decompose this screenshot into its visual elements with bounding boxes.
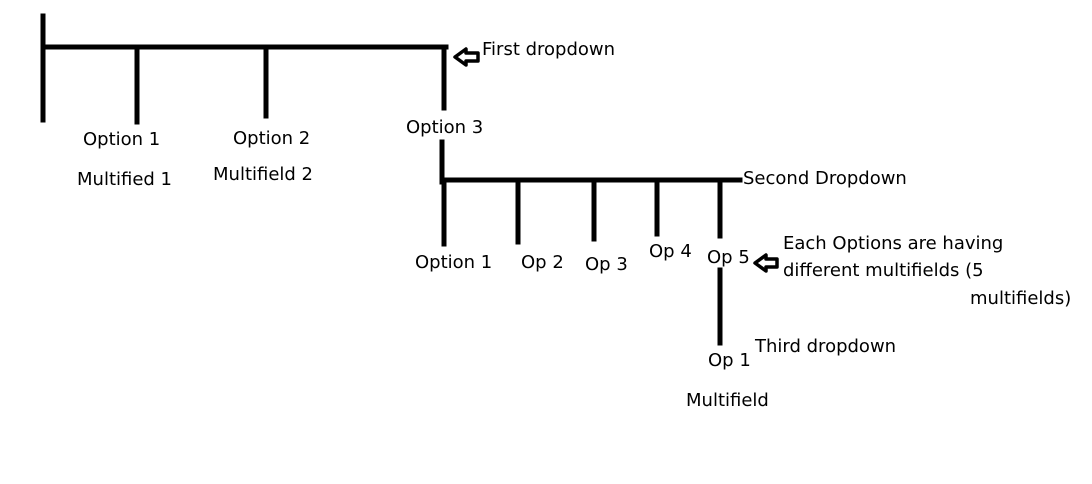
second-option-1-label: Option 1 <box>415 252 493 273</box>
third-dropdown-label: Third dropdown <box>755 336 897 357</box>
third-multifield-label: Multifield <box>686 390 769 411</box>
first-option-1-field: Multified 1 <box>77 169 173 190</box>
first-option-2-field: Multifield 2 <box>213 164 314 185</box>
second-op-4-label: Op 4 <box>649 241 692 262</box>
second-op-5-label: Op 5 <box>707 247 750 268</box>
third-op-1-label: Op 1 <box>708 350 751 371</box>
first-option-2-label: Option 2 <box>233 128 311 149</box>
multifield-note-line-3: multifields) <box>970 288 1072 309</box>
second-op-2-label: Op 2 <box>521 252 564 273</box>
multifield-note-line-1: Each Options are having <box>783 233 1004 254</box>
first-option-3-label: Option 3 <box>406 117 484 138</box>
second-op-3-label: Op 3 <box>585 254 628 275</box>
left-arrow-icon <box>753 253 779 273</box>
multifield-note-line-2: different multifields (5 <box>783 260 984 281</box>
first-option-1-label: Option 1 <box>83 129 161 150</box>
second-dropdown-label: Second Dropdown <box>743 168 907 189</box>
left-arrow-icon <box>453 47 480 67</box>
first-dropdown-label: First dropdown <box>482 39 616 60</box>
